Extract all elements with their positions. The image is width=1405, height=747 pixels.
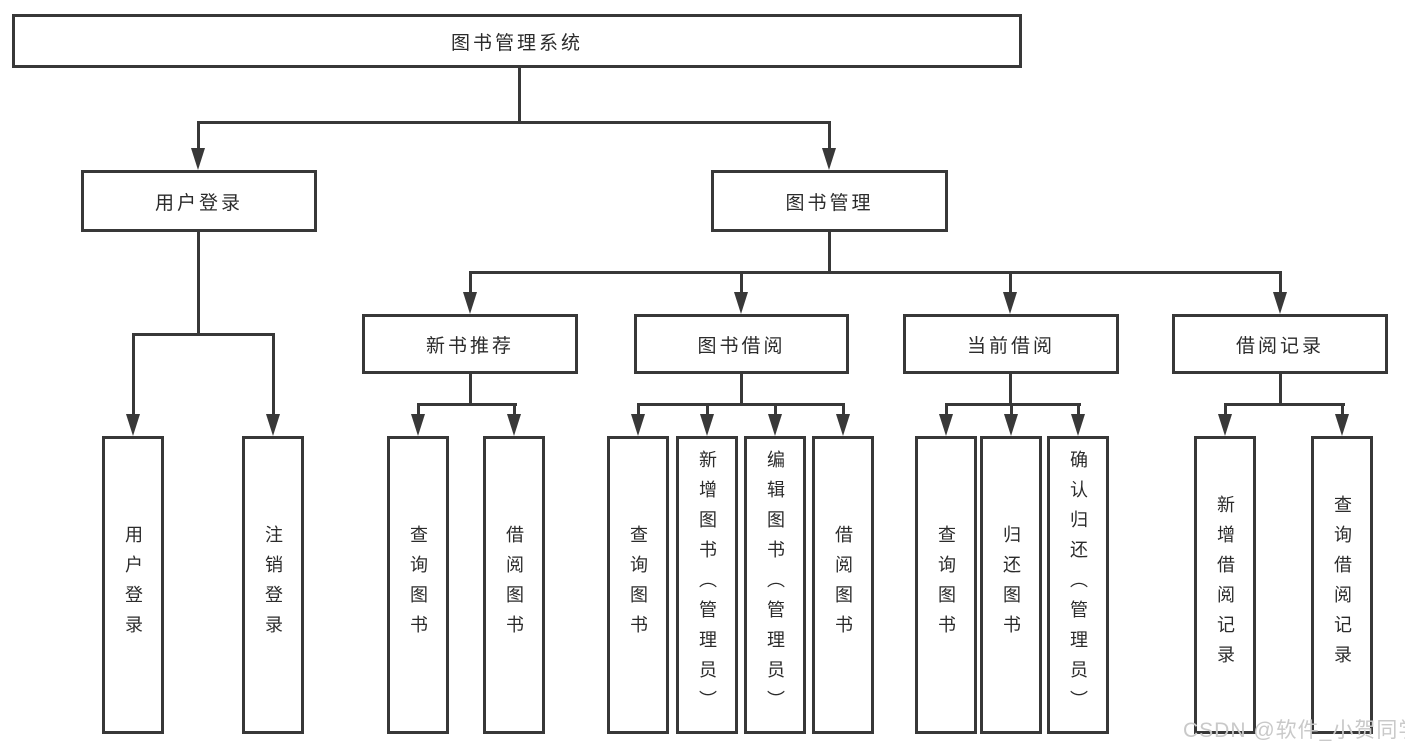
arrowhead-down-icon (1003, 292, 1017, 314)
connector-line (1010, 403, 1013, 416)
arrowhead-down-icon (1335, 414, 1349, 436)
connector-line (513, 403, 516, 416)
connector-line (828, 121, 831, 151)
arrowhead-down-icon (822, 148, 836, 170)
leaf-recommend-borrow-books: 借阅图书 (483, 436, 545, 734)
connector-line (1224, 403, 1227, 416)
connector-line (774, 403, 777, 416)
arrowhead-down-icon (411, 414, 425, 436)
connector-line (272, 333, 275, 415)
connector-line (197, 121, 831, 124)
arrowhead-down-icon (191, 148, 205, 170)
connector-line (740, 271, 743, 294)
node-current-borrowing: 当前借阅 (903, 314, 1119, 374)
connector-line (469, 271, 1282, 274)
connector-line (828, 232, 831, 274)
connector-line (469, 374, 472, 406)
connector-line (132, 333, 135, 415)
arrowhead-down-icon (1004, 414, 1018, 436)
leaf-records-query-borrow-record: 查询借阅记录 (1311, 436, 1373, 734)
leaf-current-query-books: 查询图书 (915, 436, 977, 734)
arrowhead-down-icon (700, 414, 714, 436)
connector-line (417, 403, 517, 406)
arrowhead-down-icon (1218, 414, 1232, 436)
arrowhead-down-icon (631, 414, 645, 436)
connector-line (740, 374, 743, 406)
arrowhead-down-icon (768, 414, 782, 436)
leaf-current-return-books: 归还图书 (980, 436, 1042, 734)
connector-line (706, 403, 709, 416)
leaf-borrowing-add-books-admin: 新增图书（管理员） (676, 436, 738, 734)
connector-line (637, 403, 845, 406)
leaf-user-login: 用户登录 (102, 436, 164, 734)
arrowhead-down-icon (126, 414, 140, 436)
connector-line (1279, 271, 1282, 294)
leaf-recommend-query-books: 查询图书 (387, 436, 449, 734)
arrowhead-down-icon (836, 414, 850, 436)
leaf-current-confirm-return-admin: 确认归还（管理员） (1047, 436, 1109, 734)
leaf-borrowing-borrow-books: 借阅图书 (812, 436, 874, 734)
connector-line (518, 66, 521, 122)
leaf-logout: 注销登录 (242, 436, 304, 734)
node-user-login: 用户登录 (81, 170, 317, 232)
node-book-management: 图书管理 (711, 170, 948, 232)
node-library-management-system: 图书管理系统 (12, 14, 1022, 68)
arrowhead-down-icon (1071, 414, 1085, 436)
connector-line (1009, 271, 1012, 294)
connector-line (132, 333, 275, 336)
leaf-borrowing-query-books: 查询图书 (607, 436, 669, 734)
leaf-borrowing-edit-books-admin: 编辑图书（管理员） (744, 436, 806, 734)
connector-line (1009, 374, 1012, 406)
arrowhead-down-icon (734, 292, 748, 314)
node-book-borrowing: 图书借阅 (634, 314, 849, 374)
arrowhead-down-icon (1273, 292, 1287, 314)
connector-line (842, 403, 845, 416)
arrowhead-down-icon (463, 292, 477, 314)
connector-line (197, 232, 200, 336)
connector-line (1341, 403, 1344, 416)
connector-line (637, 403, 640, 416)
csdn-watermark: CSDN @软件_小贺同学 (1183, 719, 1405, 742)
connector-line (417, 403, 420, 416)
arrowhead-down-icon (507, 414, 521, 436)
connector-line (1077, 403, 1080, 416)
connector-line (1279, 374, 1282, 406)
connector-line (945, 403, 1081, 406)
arrowhead-down-icon (266, 414, 280, 436)
node-borrowing-records: 借阅记录 (1172, 314, 1388, 374)
connector-line (945, 403, 948, 416)
connector-line (1224, 403, 1345, 406)
leaf-records-add-borrow-record: 新增借阅记录 (1194, 436, 1256, 734)
connector-line (469, 271, 472, 294)
arrowhead-down-icon (939, 414, 953, 436)
connector-line (197, 121, 200, 151)
node-new-book-recommendation: 新书推荐 (362, 314, 578, 374)
